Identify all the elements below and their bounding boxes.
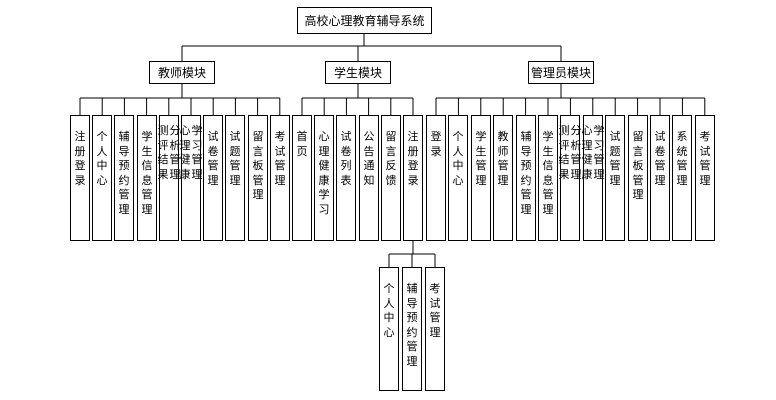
teacher-item-5: 测评结果分析管理 [158,115,181,241]
student-login-sub-item-3: 考试管理 [425,267,445,391]
teacher-module-node: 教师模块 [149,61,215,84]
admin-item-3: 学生管理 [471,115,491,241]
teacher-item-2: 个人中心 [92,115,112,241]
teacher-item-9: 留言板管理 [248,115,268,241]
student-item-6: 注册登录 [403,115,423,241]
student-item-5: 留言反馈 [381,115,401,241]
student-login-sub-item-2: 辅导预约管理 [402,267,422,391]
student-item-4: 公告通知 [359,115,379,241]
student-item-2: 心理健康学习 [314,115,334,241]
admin-item-7: 测评结果分析管理 [559,115,582,241]
teacher-item-10: 考试管理 [270,115,290,241]
root-node: 高校心理教育辅导系统 [297,7,432,34]
teacher-item-3: 辅导预约管理 [114,115,134,241]
admin-item-10: 留言板管理 [628,115,648,241]
teacher-item-4: 学生信息管理 [137,115,157,241]
admin-item-13: 考试管理 [695,115,715,241]
admin-item-9: 试题管理 [605,115,625,241]
teacher-item-6: 心理健康学习管理 [180,115,203,241]
admin-item-4: 教师管理 [493,115,513,241]
student-login-sub-item-1: 个人中心 [379,267,399,391]
teacher-item-1: 注册登录 [70,115,90,241]
admin-item-11: 试卷管理 [650,115,670,241]
admin-item-12: 系统管理 [672,115,692,241]
admin-item-5: 辅导预约管理 [516,115,536,241]
teacher-item-8: 试题管理 [225,115,245,241]
admin-item-8: 心理健康学习管理 [582,115,605,241]
admin-item-2: 个人中心 [448,115,468,241]
student-item-1: 首页 [292,115,312,241]
admin-item-6: 学生信息管理 [538,115,558,241]
student-module-node: 学生模块 [325,61,391,84]
admin-module-node: 管理员模块 [528,61,594,84]
teacher-item-7: 试卷管理 [203,115,223,241]
admin-item-1: 登录 [426,115,446,241]
student-item-3: 试卷列表 [336,115,356,241]
